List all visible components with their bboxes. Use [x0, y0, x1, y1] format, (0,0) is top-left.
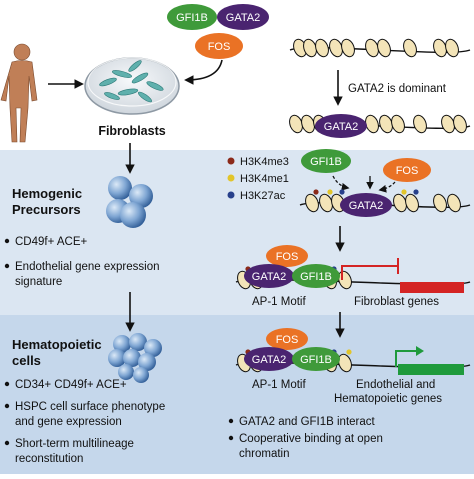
gata2-factor-repress [244, 264, 294, 288]
factor-cluster-top: GFI1B GATA2 FOS [167, 4, 269, 59]
nucleosome [377, 38, 391, 58]
fos-factor-repress [266, 245, 308, 267]
gfi1b-factor-mid [301, 149, 351, 173]
histone-mark [346, 349, 352, 355]
fos-label-mid: FOS [396, 165, 419, 177]
h3k27ac-marker-icon [227, 191, 235, 199]
nucleosome [341, 38, 355, 58]
h3k27ac-label: H3K27ac [240, 190, 286, 202]
interact-bullet-1: GATA2 and GFI1B interact [239, 416, 376, 428]
primed-chromatin [299, 189, 471, 213]
bullet [4, 238, 10, 244]
gata2-label-activate: GATA2 [252, 354, 286, 366]
petri-dish-icon [84, 57, 180, 115]
nucleosome [391, 114, 405, 134]
fos-factor-mid [383, 158, 431, 182]
gfi1b-label-mid: GFI1B [310, 156, 342, 168]
bullet [228, 435, 234, 441]
bullet [4, 381, 10, 387]
gfi1b-factor-activate [292, 347, 340, 371]
nucleosome [405, 193, 419, 213]
target-genes-label-1: Endothelial and [356, 379, 435, 391]
histone-mark [339, 189, 345, 195]
hematopoietic-bullet-3a: Short-term multilineage [15, 438, 134, 450]
histone-mark [327, 189, 333, 195]
hemogenic-bullet-1: CD49f+ ACE+ [15, 236, 88, 248]
gata2-factor-activate [244, 347, 294, 371]
arrow-factors-to-dish [184, 59, 223, 85]
fibroblast-genes-label: Fibroblast genes [354, 296, 439, 308]
hematopoietic-cells-icon [108, 333, 162, 383]
fos-label-top: FOS [208, 41, 231, 53]
gata2-label-top: GATA2 [226, 12, 260, 24]
nucleosome [315, 38, 329, 58]
nucleosome [338, 353, 352, 373]
gfi1b-label-top: GFI1B [176, 12, 208, 24]
histone-mark [401, 189, 407, 195]
gata2-bound-chromatin [289, 114, 471, 134]
fos-label-activate: FOS [276, 334, 299, 346]
histone-mark [413, 189, 419, 195]
nucleosome [445, 38, 459, 58]
interact-bullet-2a: Cooperative binding at open [239, 433, 383, 445]
h3k4me3-label: H3K4me3 [240, 156, 289, 168]
h3k4me1-label: H3K4me1 [240, 173, 289, 185]
ap1-motif-label-2: AP-1 Motif [252, 379, 306, 391]
gata2-label-bound: GATA2 [324, 121, 358, 133]
bullet [4, 263, 10, 269]
nucleosome [433, 193, 447, 213]
gata2-dominant-label: GATA2 is dominant [348, 83, 447, 95]
gfi1b-label-activate: GFI1B [300, 354, 332, 366]
human-figure-icon [0, 43, 38, 143]
binding-arrows [332, 175, 396, 193]
hemogenic-title-2: Precursors [12, 202, 81, 217]
gata2-factor-mid [340, 193, 392, 217]
nucleosome [305, 193, 319, 213]
bullet [228, 418, 234, 424]
hematopoietic-title-2: cells [12, 353, 41, 368]
nucleosome [447, 193, 461, 213]
hematopoietic-panel [0, 315, 474, 474]
repression-symbol-icon [341, 258, 399, 280]
histone-mark [313, 189, 319, 195]
histone-marks-legend: H3K4me3 H3K4me1 H3K27ac [227, 156, 289, 202]
hemogenic-bullet-2a: Endothelial gene expression [15, 261, 160, 273]
h3k4me1-marker-icon [227, 174, 235, 182]
activation-arrow-icon [395, 350, 416, 367]
gfi1b-label-repress: GFI1B [300, 271, 332, 283]
ap1-motif-label-1: AP-1 Motif [252, 296, 306, 308]
interact-bullet-2b: chromatin [239, 448, 290, 460]
bullet [4, 403, 10, 409]
nucleosome [413, 114, 427, 134]
h3k4me3-marker-icon [227, 157, 235, 165]
nucleosome [453, 114, 467, 134]
closed-chromatin [289, 38, 471, 58]
hematopoietic-bullet-3b: reconstitution [15, 453, 83, 465]
gata2-label-repress: GATA2 [252, 271, 286, 283]
hemogenic-title-1: Hemogenic [12, 186, 82, 201]
hematopoietic-bullet-2b: and gene expression [15, 416, 122, 428]
gfi1b-factor-repress [292, 264, 340, 288]
hematopoietic-bullet-2a: HSPC cell surface phenotype [15, 401, 165, 413]
activation-arrow-head [416, 346, 424, 356]
gata2-bound-factor [315, 114, 367, 138]
target-gene-box [398, 364, 464, 375]
nucleosome [403, 38, 417, 58]
target-genes-label-2: Hematopoietic genes [334, 393, 442, 405]
fos-label-repress: FOS [276, 251, 299, 263]
hemogenic-bullet-2b: signature [15, 276, 62, 288]
bullet [4, 440, 10, 446]
gata2-label-mid: GATA2 [349, 200, 383, 212]
fibroblast-gene-box [400, 282, 464, 293]
hemogenic-cells-icon [106, 176, 153, 228]
hematopoietic-bullet-1: CD34+ CD49f+ ACE+ [15, 379, 127, 391]
fibroblasts-label: Fibroblasts [98, 124, 165, 138]
fos-factor-activate [266, 328, 308, 350]
hematopoietic-title-1: Hematopoietic [12, 337, 102, 352]
